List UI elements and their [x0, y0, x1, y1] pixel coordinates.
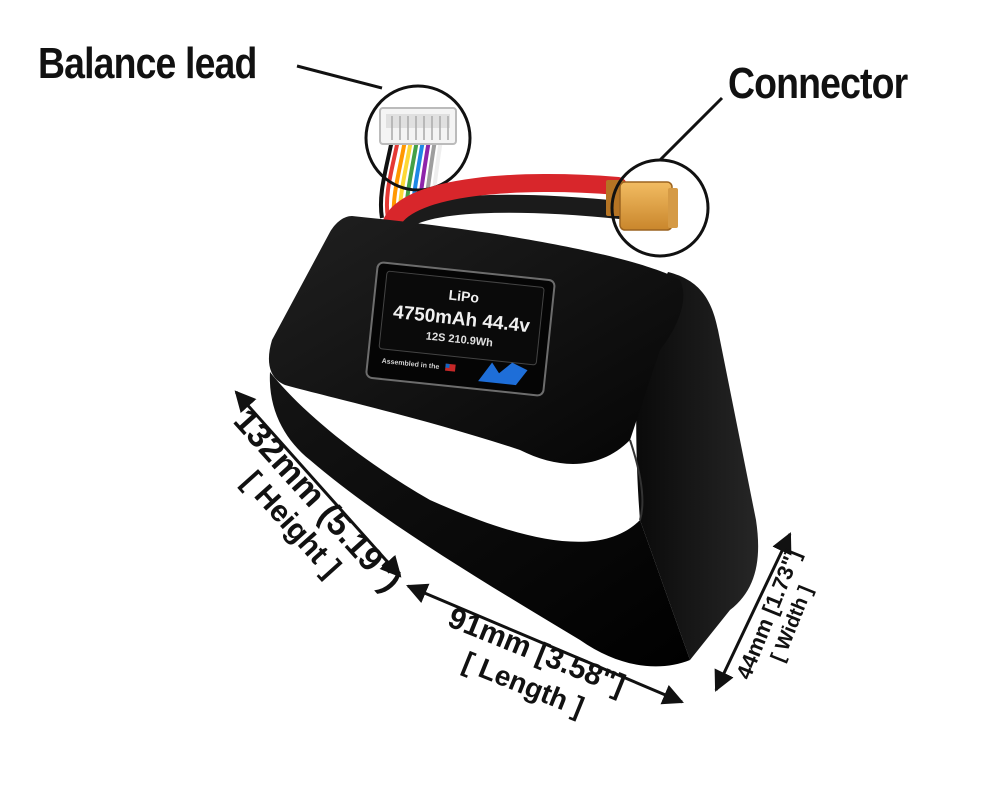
- length-dimension-arrow: [406, 583, 684, 705]
- balance-lead-highlight-circle: [364, 84, 472, 192]
- balance-lead-leader-line: [296, 64, 383, 90]
- battery-label-plate: LiPo 4750mAh 44.4v 12S 210.9Wh Assembled…: [365, 261, 556, 397]
- positive-wire: [383, 174, 627, 231]
- width-dimension-arrow: [714, 532, 792, 692]
- balance-lead-callout: Balance lead: [38, 39, 257, 88]
- label-chemistry: LiPo: [448, 287, 480, 306]
- height-dimension-arrow: [234, 390, 402, 578]
- xt-connector: [606, 180, 678, 231]
- connector-callout: Connector: [728, 59, 908, 108]
- connector-leader-line: [658, 96, 724, 162]
- balance-lead-plug: [379, 107, 457, 145]
- brand-logo-icon: [478, 362, 528, 386]
- negative-wire: [391, 194, 629, 234]
